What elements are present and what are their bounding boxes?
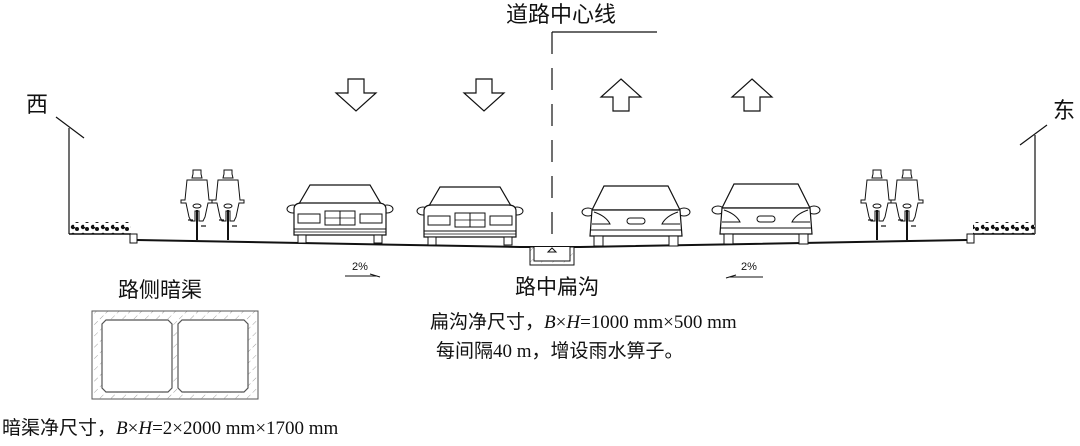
side-culvert-title: 路侧暗渠	[118, 278, 202, 302]
center-ditch-note: 每间隔40 m，增设雨水箅子。	[436, 341, 684, 362]
arrow-down-icon	[463, 78, 505, 112]
arrow-down-icon	[335, 78, 377, 112]
slope-left-label: 2%	[352, 261, 368, 273]
east-planting-strip	[973, 222, 1035, 234]
car-rear-icon	[711, 183, 821, 245]
center-ditch-title: 路中扁沟	[515, 275, 599, 299]
arrow-up-icon	[731, 78, 773, 112]
arrow-up-icon	[600, 78, 642, 112]
west-planting-strip	[69, 222, 131, 234]
slope-arrow-left	[345, 273, 381, 278]
center-ditch-size-b: B	[544, 312, 556, 333]
road-surface	[136, 239, 968, 248]
cyclist-icon	[890, 169, 924, 241]
road-centerline	[551, 31, 657, 247]
center-ditch-size-prefix: 扁沟净尺寸，	[430, 312, 545, 333]
centerline-label: 道路中心线	[506, 3, 617, 28]
side-culvert-size: 暗渠净尺寸，B×H=2×2000 mm×1700 mm	[2, 419, 338, 438]
side-culvert-size-value: =2×2000 mm×1700 mm	[152, 418, 339, 439]
east-edge	[966, 124, 1048, 244]
cyclist-icon	[211, 169, 245, 241]
east-curb	[966, 233, 975, 244]
direction-east-label: 东	[1053, 99, 1076, 124]
center-ditch-size-h: H	[566, 312, 581, 333]
center-ditch-section	[529, 246, 575, 266]
car-front-icon	[286, 184, 394, 244]
slope-right-label: 2%	[741, 261, 757, 273]
west-curb	[129, 233, 138, 244]
car-rear-icon	[581, 185, 691, 247]
direction-west-label: 西	[26, 93, 49, 118]
side-culvert-size-prefix: 暗渠净尺寸，	[2, 418, 117, 439]
center-ditch-size-times: ×	[555, 312, 567, 333]
slope-arrow-right	[725, 274, 763, 279]
center-ditch-size: 扁沟净尺寸，B×H=1000 mm×500 mm	[430, 313, 737, 332]
west-edge	[55, 116, 138, 244]
center-ditch-size-value: =1000 mm×500 mm	[580, 312, 737, 333]
side-culvert-size-times: ×	[127, 418, 139, 439]
side-culvert-section	[91, 310, 259, 400]
side-culvert-size-h: H	[138, 418, 153, 439]
cyclist-icon	[180, 169, 214, 241]
car-front-icon	[416, 186, 524, 246]
cyclist-icon	[860, 169, 894, 241]
side-culvert-size-b: B	[116, 418, 128, 439]
